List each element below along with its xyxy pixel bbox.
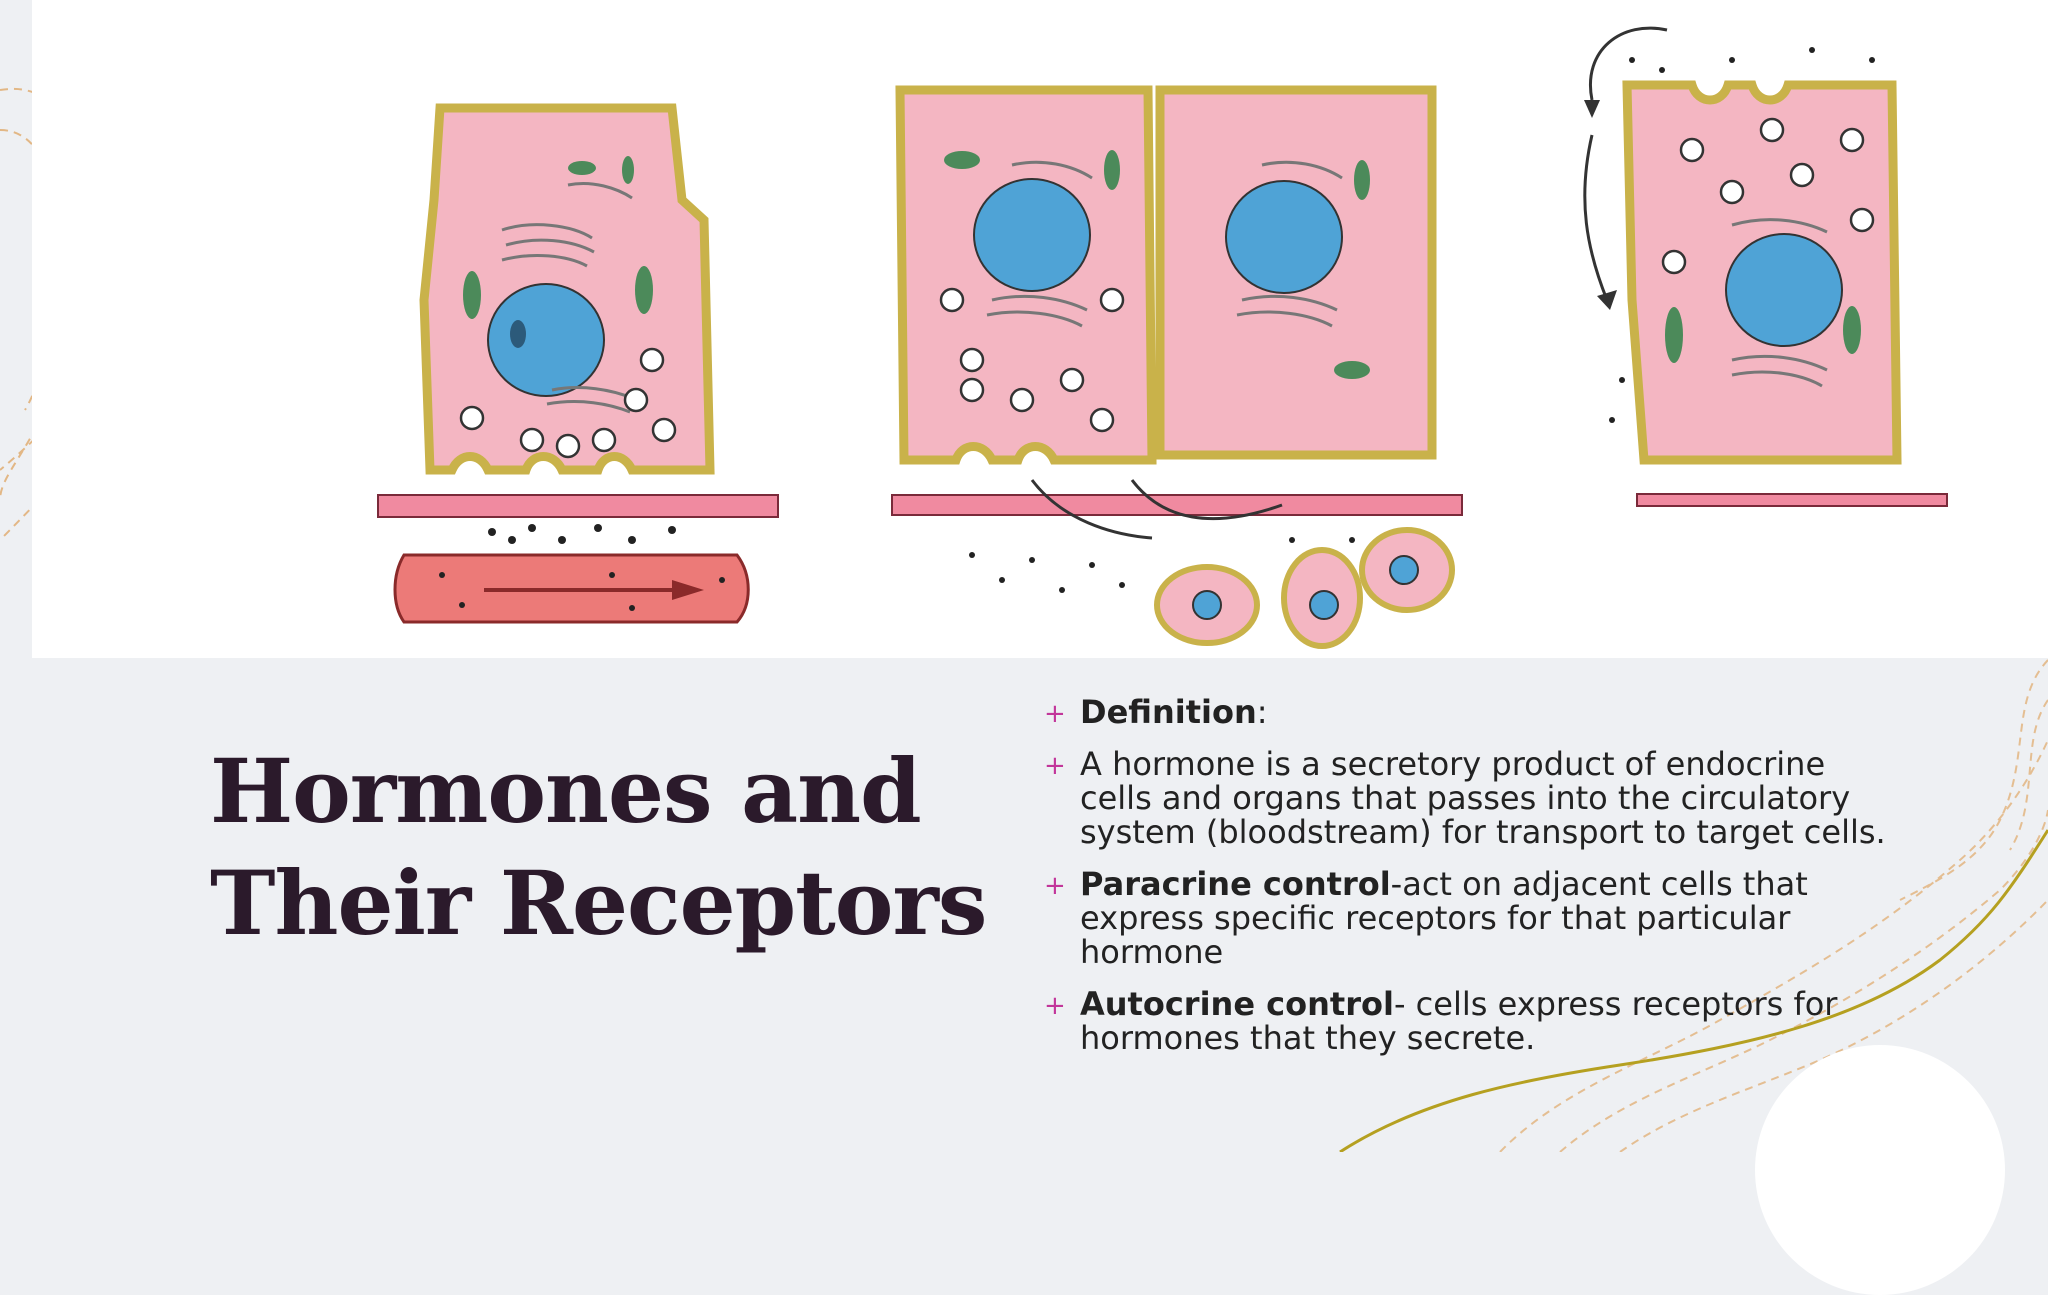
bullet-hormone-description: + A hormone is a secretory product of en… [1040,747,1900,849]
plus-icon: + [1044,751,1066,781]
bullet-list: + Definition: + A hormone is a secretory… [1040,695,1900,1073]
bullet-bold-term: Paracrine control [1080,865,1391,903]
plus-icon: + [1044,699,1066,729]
autocrine-panel [1583,26,1948,507]
endocrine-panel [377,103,779,624]
bullet-bold-term: Definition [1080,693,1257,731]
bullet-bold-term: Autocrine control [1080,985,1394,1023]
bullet-text: -act on adjacent cells that express spec… [1080,865,1808,971]
slide-title: Hormones and Their Receptors [210,735,1010,959]
bullet-text: - cells express receptors for hormones t… [1080,985,1838,1057]
bullet-text: : [1256,693,1268,731]
cell-signaling-figure [32,0,2048,658]
decorative-circle [1755,1045,2005,1295]
plus-icon: + [1044,991,1066,1021]
title-line-2: Their Receptors [210,851,987,955]
bullet-text: A hormone is a secretory product of endo… [1080,745,1886,851]
title-line-1: Hormones and [210,739,922,843]
bullet-paracrine: + Paracrine control-act on adjacent cell… [1040,867,1900,969]
paracrine-panel [891,85,1463,649]
bullet-definition: + Definition: [1040,695,1900,729]
bullet-autocrine: + Autocrine control- cells express recep… [1040,987,1900,1055]
plus-icon: + [1044,871,1066,901]
